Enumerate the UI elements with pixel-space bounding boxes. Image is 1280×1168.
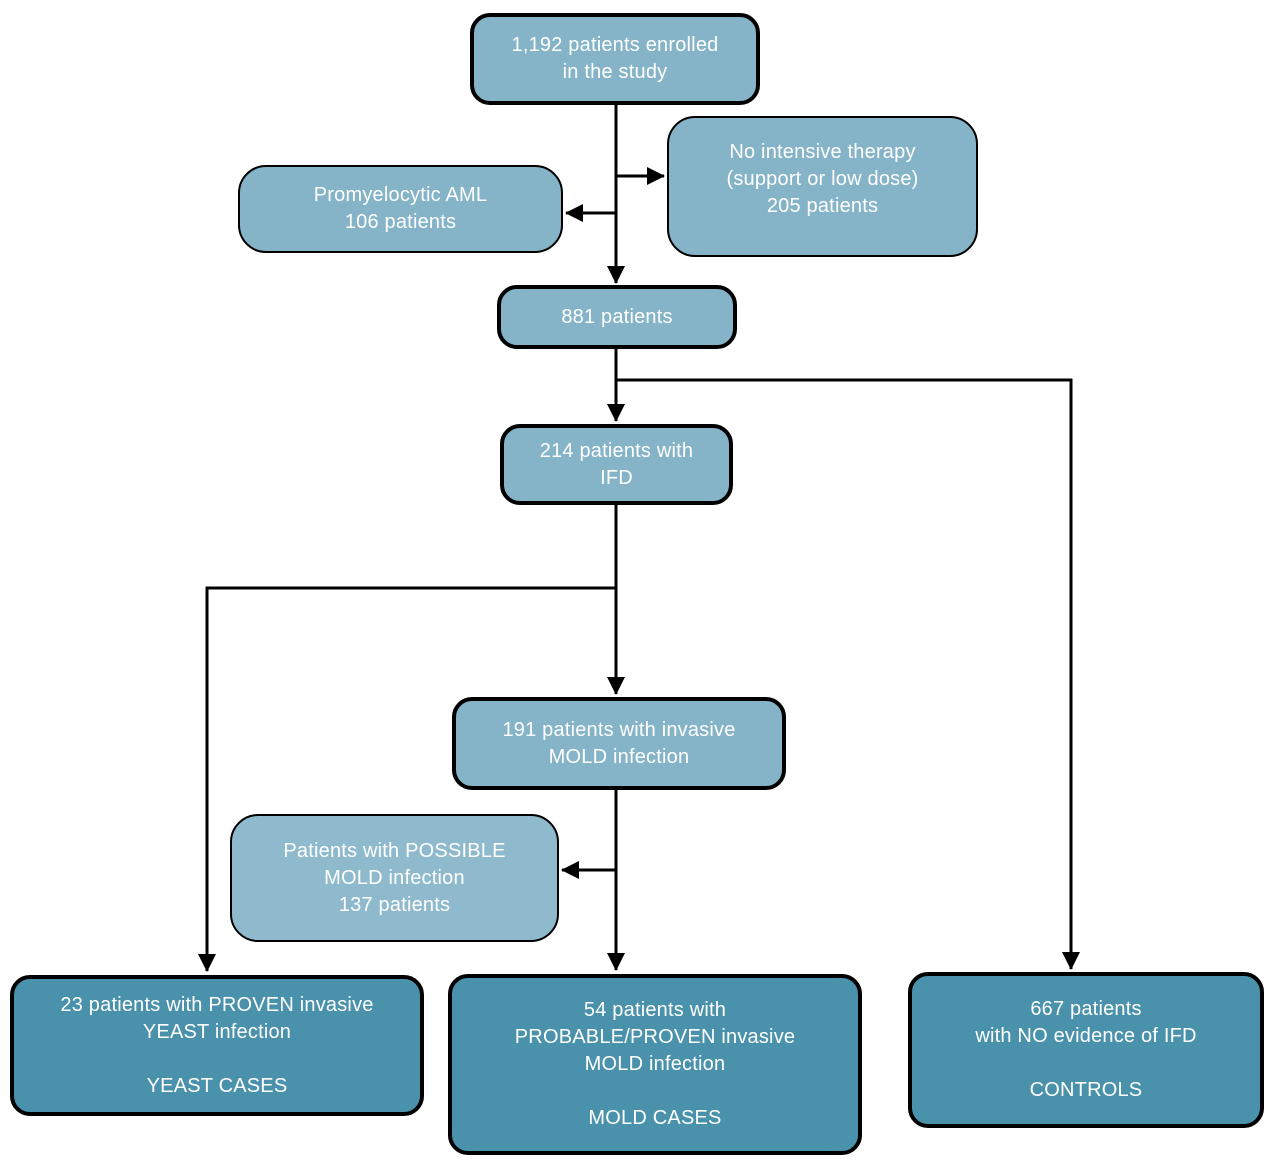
box-text-line: MOLD infection xyxy=(548,745,690,768)
flow-box-214-patients-ifd: 214 patients with IFD xyxy=(500,424,733,505)
box-footer-label: CONTROLS xyxy=(1029,1079,1143,1101)
box-text-line: MOLD infection xyxy=(584,1053,726,1075)
flow-box-possible-mold: Patients with POSSIBLE MOLD infection 13… xyxy=(230,814,559,942)
box-text-line: PROBABLE/PROVEN invasive xyxy=(514,1026,796,1048)
box-text-line: in the study xyxy=(562,61,668,83)
box-text-line: 667 patients xyxy=(1030,998,1142,1020)
flow-box-enrolled: 1,192 patients enrolled in the study xyxy=(470,13,760,105)
flow-box-yeast-cases: 23 patients with PROVEN invasive YEAST i… xyxy=(10,975,424,1116)
flow-box-191-invasive-mold: 191 patients with invasive MOLD infectio… xyxy=(452,697,786,790)
box-text-line: IFD xyxy=(600,466,633,489)
flow-box-881-patients: 881 patients xyxy=(497,285,737,349)
box-text-line: YEAST infection xyxy=(142,1020,292,1043)
box-text-line: 1,192 patients enrolled xyxy=(511,34,719,56)
flow-box-no-intensive-therapy: No intensive therapy (support or low dos… xyxy=(667,116,978,257)
box-text-line: 106 patients xyxy=(344,211,457,233)
flow-box-promyelocytic-aml: Promyelocytic AML 106 patients xyxy=(238,165,563,253)
box-text-line: 23 patients with PROVEN invasive xyxy=(60,993,374,1016)
box-text-line: 137 patients xyxy=(338,893,451,916)
box-footer-label: YEAST CASES xyxy=(146,1074,288,1097)
box-text-line: 205 patients xyxy=(766,195,879,217)
box-text-line: Promyelocytic AML xyxy=(313,184,488,206)
box-footer-label: MOLD CASES xyxy=(588,1107,722,1129)
flow-box-mold-cases: 54 patients with PROBABLE/PROVEN invasiv… xyxy=(448,974,862,1155)
box-text-line: with NO evidence of IFD xyxy=(975,1025,1197,1047)
box-text-line: MOLD infection xyxy=(324,866,465,889)
box-text-line: 54 patients with xyxy=(583,999,727,1021)
box-text-line: No intensive therapy xyxy=(729,141,916,163)
box-text-line: 214 patients with xyxy=(539,439,694,462)
box-text-line: Patients with POSSIBLE xyxy=(283,839,506,862)
box-text-line: 881 patients xyxy=(561,305,673,328)
flow-box-controls: 667 patients with NO evidence of IFD CON… xyxy=(908,972,1264,1128)
box-text-line: (support or low dose) xyxy=(726,168,919,190)
box-text-line: 191 patients with invasive xyxy=(502,718,736,741)
